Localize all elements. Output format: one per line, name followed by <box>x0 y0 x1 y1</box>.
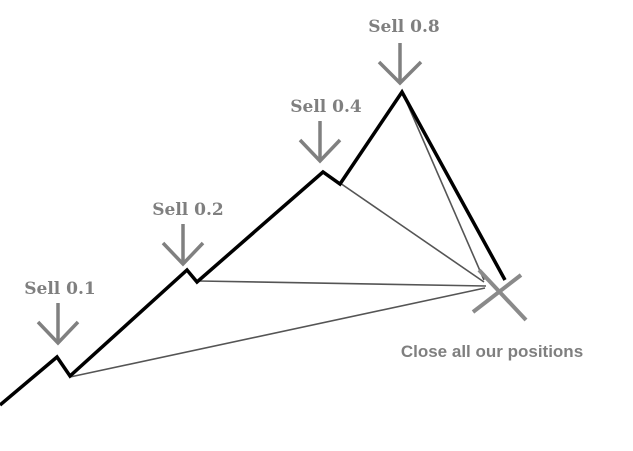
connector-line-3 <box>339 182 485 283</box>
close-x-icon <box>471 268 528 322</box>
connector-lines <box>69 95 487 378</box>
down-arrow-icon-4 <box>377 43 423 86</box>
connector-line-4 <box>403 95 485 281</box>
sell-label-2: Sell 0.2 <box>152 200 224 220</box>
sell-label-1: Sell 0.1 <box>24 279 96 299</box>
connector-line-1 <box>69 287 486 378</box>
down-arrow-icon-2 <box>161 224 205 267</box>
down-arrow-icon-3 <box>298 121 342 164</box>
sell-label-3: Sell 0.4 <box>290 97 362 117</box>
price-line <box>0 88 507 407</box>
connector-line-2 <box>198 280 487 287</box>
down-arrow-icon-1 <box>36 303 80 346</box>
close-positions-label: Close all our positions <box>401 342 583 361</box>
sell-label-4: Sell 0.8 <box>368 17 440 37</box>
